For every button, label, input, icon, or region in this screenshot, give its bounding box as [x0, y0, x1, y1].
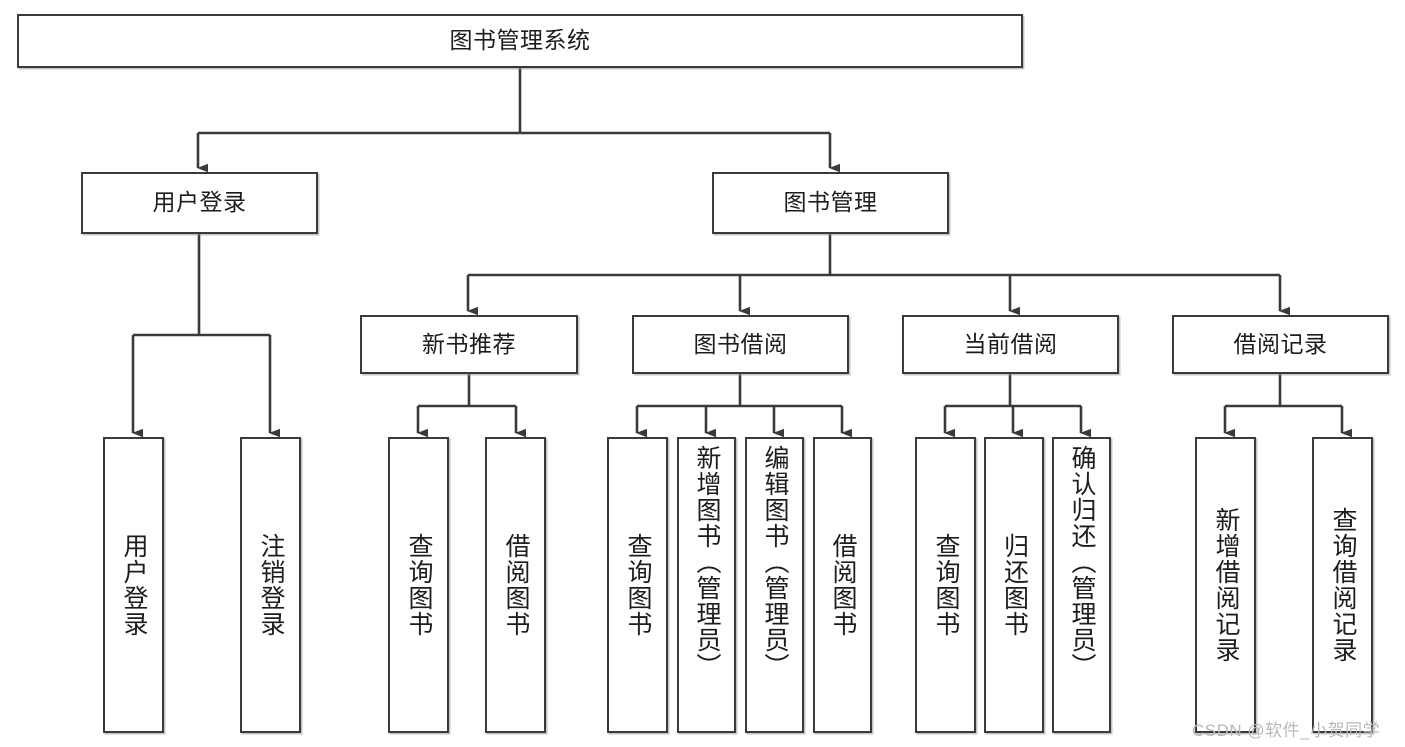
- node-label: 用户登录: [152, 189, 247, 216]
- node-leaf-return-book[interactable]: 归还图书: [984, 437, 1044, 733]
- node-leaf-user-login[interactable]: 用户登录: [103, 437, 164, 733]
- node-label: 新增借阅记录: [1212, 507, 1240, 663]
- node-leaf-borrow-book-recommend[interactable]: 借阅图书: [485, 437, 546, 733]
- node-leaf-query-book-current[interactable]: 查询图书: [915, 437, 976, 733]
- node-label: 注销登录: [257, 533, 285, 637]
- node-leaf-add-book[interactable]: 新增图书（管理员）: [677, 437, 736, 733]
- csdn-watermark: CSDN @软件_小贺同学: [1192, 721, 1381, 740]
- node-root-system[interactable]: 图书管理系统: [17, 14, 1023, 68]
- node-leaf-confirm-return[interactable]: 确认归还（管理员）: [1052, 437, 1111, 733]
- node-leaf-edit-book[interactable]: 编辑图书（管理员）: [745, 437, 804, 733]
- node-label: 借阅图书: [829, 533, 857, 637]
- node-leaf-user-logout[interactable]: 注销登录: [240, 437, 301, 733]
- node-current-borrow[interactable]: 当前借阅: [902, 315, 1119, 374]
- node-leaf-borrow-book[interactable]: 借阅图书: [813, 437, 872, 733]
- node-new-book-recommend[interactable]: 新书推荐: [360, 315, 578, 374]
- node-leaf-query-borrow-record[interactable]: 查询借阅记录: [1312, 437, 1373, 733]
- node-label: 图书管理: [783, 189, 878, 216]
- node-label: 新增图书（管理员）: [693, 445, 721, 679]
- node-label: 查询借阅记录: [1329, 507, 1357, 663]
- node-label: 借阅记录: [1233, 330, 1328, 357]
- node-leaf-query-book-borrow[interactable]: 查询图书: [607, 437, 668, 733]
- node-label: 当前借阅: [963, 330, 1058, 357]
- node-label: 新书推荐: [422, 330, 516, 357]
- node-label: 查询图书: [624, 533, 652, 637]
- node-label: 编辑图书（管理员）: [761, 445, 789, 679]
- node-book-management[interactable]: 图书管理: [712, 172, 949, 234]
- node-borrow-record[interactable]: 借阅记录: [1172, 315, 1389, 374]
- node-label: 图书管理系统: [449, 27, 591, 54]
- node-label: 图书借阅: [693, 330, 788, 357]
- node-user-login[interactable]: 用户登录: [81, 172, 318, 234]
- node-label: 借阅图书: [502, 533, 530, 637]
- node-leaf-query-book-recommend[interactable]: 查询图书: [388, 437, 449, 733]
- node-label: 查询图书: [932, 533, 960, 637]
- node-label: 确认归还（管理员）: [1068, 445, 1096, 679]
- node-book-borrow[interactable]: 图书借阅: [632, 315, 849, 374]
- node-label: 归还图书: [1000, 533, 1029, 637]
- node-leaf-add-borrow-record[interactable]: 新增借阅记录: [1195, 437, 1256, 733]
- node-label: 查询图书: [405, 533, 433, 637]
- node-label: 用户登录: [120, 533, 148, 637]
